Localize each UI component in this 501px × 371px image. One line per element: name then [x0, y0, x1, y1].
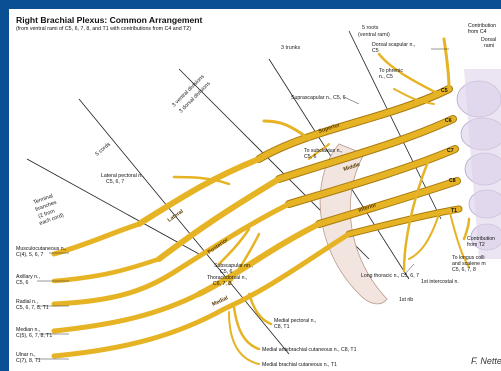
zone-line-cords [79, 99, 289, 354]
artist-signature: F. Netter [471, 356, 501, 366]
vertebra-label-c8: C8 [449, 178, 456, 184]
cord-label-posterior: Posterior [207, 237, 231, 256]
label-first-intercostal: 1st intercostal n. [421, 279, 459, 285]
label-longus-3: C5, 6, 7, 8 [452, 267, 476, 273]
label-medial-brachial: Medial brachial cutaneous n., T1 [262, 362, 337, 368]
label-dorsal-scapular-2: C5 [372, 48, 379, 54]
label-dorsal-rami-2: rami [484, 43, 494, 49]
zone-label-roots-2: (ventral rami) [358, 32, 390, 38]
vertebra-label-c6: C6 [445, 118, 452, 124]
label-thoracodorsal-2: C6, 7, 8 [213, 281, 231, 287]
label-contrib-t2-2: from T2 [467, 242, 485, 248]
vertebral-column [457, 69, 501, 259]
zone-label-roots-1: 5 roots [362, 25, 379, 31]
label-axillary-2: C5, 6 [16, 280, 29, 286]
plexus-drawing: 5 cords 3 ventral divisions 3 dorsal div… [9, 9, 501, 371]
vertebra-label-t1: T1 [451, 208, 457, 214]
label-suprascapular: Suprascapular n., C5, 6 [291, 95, 346, 101]
vertebra-label-c5: C5 [441, 88, 448, 94]
label-medial-pectoral-2: C8, T1 [274, 324, 290, 330]
label-first-rib: 1st rib [399, 297, 413, 303]
vertebra-label-c7: C7 [447, 148, 454, 154]
label-musculocutaneous-2: C(4), 5, 6, 7 [16, 252, 44, 258]
label-phrenic-2: n., C5 [379, 74, 393, 80]
zone-label-cords: 5 cords [94, 141, 112, 157]
label-medial-antebrachial: Medial antebrachial cutaneous n., C8, T1 [262, 347, 357, 353]
nerve-fibers [54, 39, 469, 364]
label-lateral-pectoral-2: C5, 6, 7 [106, 179, 124, 185]
cord-label-lateral: Lateral [167, 208, 185, 223]
zone-label-trunks: 3 trunks [281, 45, 300, 51]
label-long-thoracic: Long thoracic n., C5, 6, 7 [361, 273, 419, 279]
label-subclavius-2: C5, 6 [304, 154, 317, 160]
label-contrib-c4-2: from C4 [468, 29, 487, 35]
illustration-panel: Right Brachial Plexus: Common Arrangemen… [9, 9, 501, 371]
